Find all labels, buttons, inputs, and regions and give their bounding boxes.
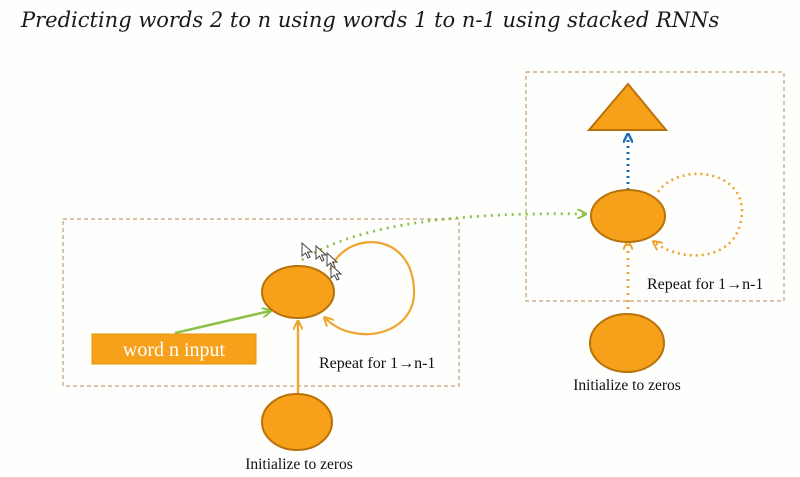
left-rnn-layer-box <box>62 218 460 387</box>
right-init-label: Initialize to zeros <box>573 377 681 394</box>
left-repeat-label: Repeat for 1→n-1 <box>319 355 435 372</box>
left-init-node <box>261 393 333 451</box>
word-input-box <box>91 333 257 365</box>
left-hidden-node <box>261 265 335 319</box>
right-rnn-layer-box <box>525 71 785 302</box>
output-triangle <box>586 82 669 131</box>
right-repeat-label: Repeat for 1→n-1 <box>647 276 763 293</box>
left-init-label: Initialize to zeros <box>245 456 353 473</box>
left-recurrent-loop <box>325 241 416 336</box>
layer-connection-arrow <box>301 214 585 262</box>
right-recurrent-loop <box>654 172 744 257</box>
diagram-title: Predicting words 2 to n using words 1 to… <box>21 8 720 32</box>
mouse-cursor-icon <box>315 244 328 262</box>
word-input-label: word n input <box>123 339 226 361</box>
mouse-cursor-icon <box>301 241 314 259</box>
mouse-cursor-icon <box>330 263 343 281</box>
right-hidden-node <box>590 189 666 243</box>
right-init-node <box>589 313 665 373</box>
input-arrow <box>174 311 270 335</box>
